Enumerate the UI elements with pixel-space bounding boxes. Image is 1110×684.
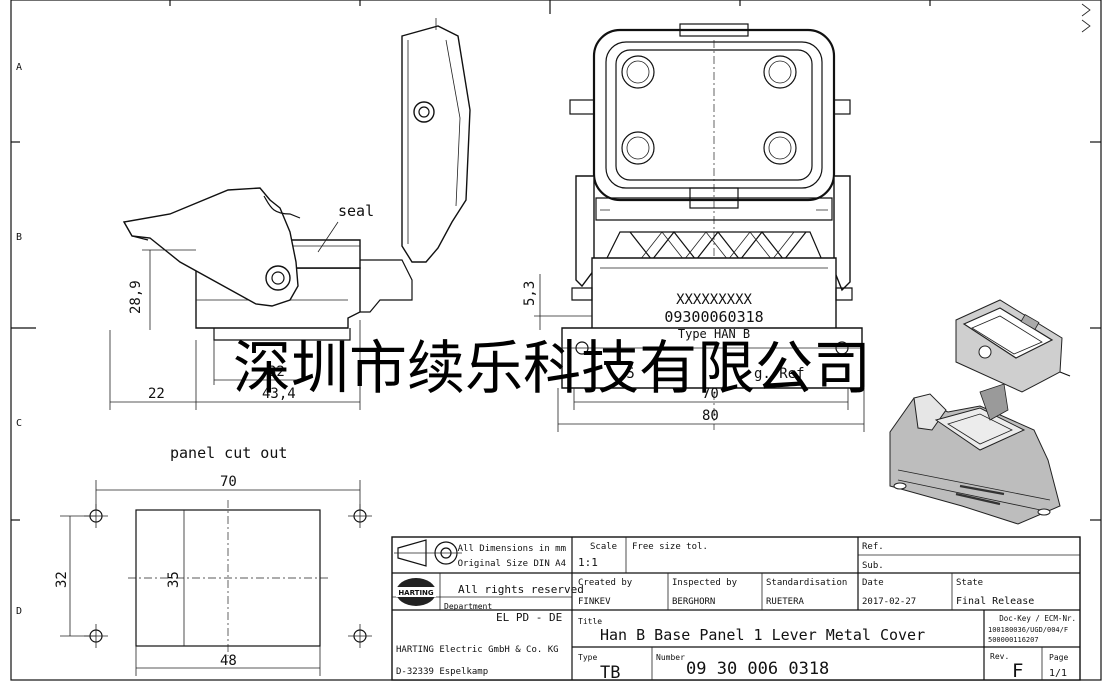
standardisation-value: RUETERA bbox=[766, 597, 805, 607]
standardisation-label: Standardisation bbox=[766, 578, 847, 588]
marking-line-1: XXXXXXXXX bbox=[676, 292, 752, 308]
sub-label: Sub. bbox=[862, 561, 884, 571]
marking-line-2: 09300060318 bbox=[664, 308, 763, 326]
state-value: Final Release bbox=[956, 596, 1034, 607]
doc-key-line-2: 500000116207 bbox=[988, 636, 1039, 644]
dim-32: 32 bbox=[268, 364, 285, 380]
front-view: XXXXXXXXX 09300060318 Type HAN B 5,3 ,5 … bbox=[522, 23, 865, 432]
company-watermark: 深圳市续乐科技有限公司 bbox=[233, 334, 871, 402]
doc-key-line-1: 100180036/UGD/004/F bbox=[988, 626, 1068, 634]
zone-label-a: A bbox=[16, 62, 22, 73]
date-value: 2017-02-27 bbox=[862, 597, 916, 607]
page-label: Page bbox=[1049, 653, 1068, 662]
rev-value: F bbox=[1012, 660, 1023, 682]
department-value: EL PD - DE bbox=[496, 611, 562, 624]
company-line-2: D-32339 Espelkamp bbox=[396, 667, 488, 677]
zone-label-b: B bbox=[16, 232, 22, 243]
cutout-dim-height-outer: 32 bbox=[54, 571, 70, 588]
dim-80-front: 80 bbox=[702, 408, 719, 424]
dimensions-note-2: Original Size DIN A4 bbox=[458, 559, 566, 569]
scale-value: 1:1 bbox=[578, 556, 598, 569]
cutout-dim-height-inner: 35 bbox=[166, 571, 182, 588]
marking-line-3: Type HAN B bbox=[678, 327, 750, 341]
type-label: Type bbox=[578, 653, 597, 662]
doc-key-label: Doc-Key / ECM-Nr. bbox=[999, 614, 1076, 623]
date-label: Date bbox=[862, 578, 884, 588]
dim-5: ,5 bbox=[618, 366, 635, 382]
cutout-dim-width: 70 bbox=[220, 474, 237, 490]
dim-70-front: 70 bbox=[702, 386, 719, 402]
dim-43-4: 43,4 bbox=[262, 386, 296, 402]
cutout-title: panel cut out bbox=[170, 444, 287, 462]
dimensions-note-1: All Dimensions in mm bbox=[458, 544, 566, 554]
harting-logo: HARTING bbox=[396, 578, 436, 606]
zone-label-c: C bbox=[16, 418, 22, 429]
inspected-by-value: BERGHORN bbox=[672, 597, 715, 607]
rev-label: Rev. bbox=[990, 652, 1009, 661]
type-value: TB bbox=[600, 663, 620, 683]
cutout-dim-bottom: 48 bbox=[220, 653, 237, 669]
state-label: State bbox=[956, 578, 983, 588]
seal-label: seal bbox=[338, 202, 374, 220]
number-label: Number bbox=[656, 653, 685, 662]
dim-5-3: 5,3 bbox=[522, 281, 538, 306]
projection-symbol-icon bbox=[394, 539, 462, 567]
inspected-by-label: Inspected by bbox=[672, 578, 738, 588]
number-value: 09 30 006 0318 bbox=[686, 659, 829, 679]
dim-height-side: 28,9 bbox=[128, 280, 144, 314]
title-block: All Dimensions in mm Original Size DIN A… bbox=[391, 536, 1081, 683]
logo-text: HARTING bbox=[398, 589, 434, 597]
scale-label: Scale bbox=[590, 542, 617, 552]
drawing-title: Han B Base Panel 1 Lever Metal Cover bbox=[600, 626, 925, 644]
company-line-1: HARTING Electric GmbH & Co. KG bbox=[396, 645, 559, 655]
ref-label: Ref. bbox=[862, 542, 884, 552]
panel-cut-out: panel cut out 70 32 35 48 bbox=[54, 444, 372, 676]
free-size-tol: Free size tol. bbox=[632, 542, 708, 552]
side-view: seal 28,9 22 32 43,4 bbox=[109, 18, 471, 410]
page-value: 1/1 bbox=[1049, 668, 1067, 679]
created-by-value: FINKEV bbox=[578, 597, 611, 607]
department-label: Department bbox=[444, 602, 492, 611]
title-label: Title bbox=[578, 617, 602, 626]
gasket-label: g. Ref bbox=[754, 366, 805, 382]
zone-labels: A B C D bbox=[16, 62, 22, 617]
isometric-view bbox=[889, 299, 1071, 525]
dim-22: 22 bbox=[148, 386, 165, 402]
zone-label-d: D bbox=[16, 606, 22, 617]
created-by-label: Created by bbox=[578, 578, 633, 588]
rights-text: All rights reserved bbox=[458, 583, 584, 596]
